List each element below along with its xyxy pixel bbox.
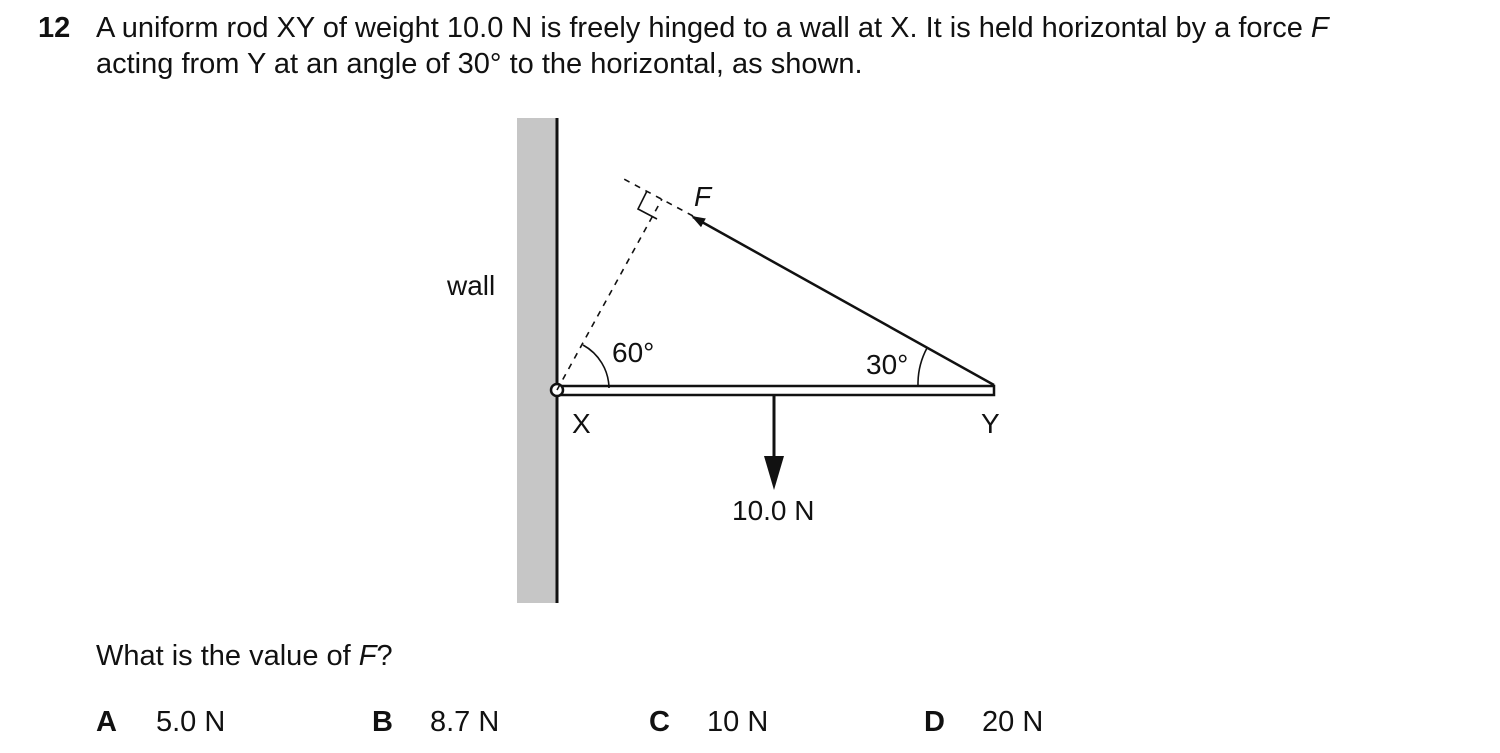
weight-arrow-head — [764, 456, 784, 490]
option-a-letter: A — [96, 706, 117, 738]
rod — [555, 384, 996, 397]
option-c[interactable]: C 10 N — [649, 704, 768, 740]
prompt-text: What is the value of — [96, 640, 359, 672]
force-f-label: F — [694, 181, 713, 212]
angle-30-label: 30° — [866, 349, 908, 380]
stem-line-1: A uniform rod XY of weight 10.0 N is fre… — [96, 10, 1476, 46]
option-d-letter: D — [924, 706, 945, 738]
prompt-force-symbol: F — [358, 640, 377, 672]
option-b-letter: B — [372, 706, 393, 738]
question-stem: A uniform rod XY of weight 10.0 N is fre… — [96, 10, 1476, 82]
angle-30-arc — [917, 347, 928, 386]
point-y-label: Y — [981, 408, 1000, 439]
wall-label: wall — [446, 270, 495, 301]
question-prompt: What is the value of F? — [96, 638, 393, 674]
prompt-question-mark: ? — [376, 640, 393, 672]
option-d[interactable]: D 20 N — [924, 704, 1043, 740]
point-x-label: X — [572, 408, 591, 439]
force-line-extension — [621, 177, 694, 217]
weight-label: 10.0 N — [732, 495, 815, 526]
stem-line-2: acting from Y at an angle of 30° to the … — [96, 48, 863, 80]
option-c-value: 10 N — [707, 706, 769, 738]
option-b[interactable]: B 8.7 N — [372, 704, 499, 740]
option-d-value: 20 N — [982, 706, 1044, 738]
stem-force-symbol: F — [1310, 12, 1329, 44]
question-number: 12 — [38, 12, 71, 44]
force-f-arrow — [691, 215, 995, 387]
angle-60-label: 60° — [612, 337, 654, 368]
right-angle-marker — [636, 190, 658, 220]
stem-text-1: A uniform rod XY of weight 10.0 N is fre… — [96, 12, 1311, 44]
option-a-value: 5.0 N — [156, 706, 226, 738]
wall — [517, 118, 557, 603]
option-c-letter: C — [649, 706, 670, 738]
perpendicular-dashed-line — [556, 198, 663, 391]
option-b-value: 8.7 N — [430, 706, 500, 738]
option-a[interactable]: A 5.0 N — [96, 704, 225, 740]
angle-60-arc — [582, 344, 610, 389]
